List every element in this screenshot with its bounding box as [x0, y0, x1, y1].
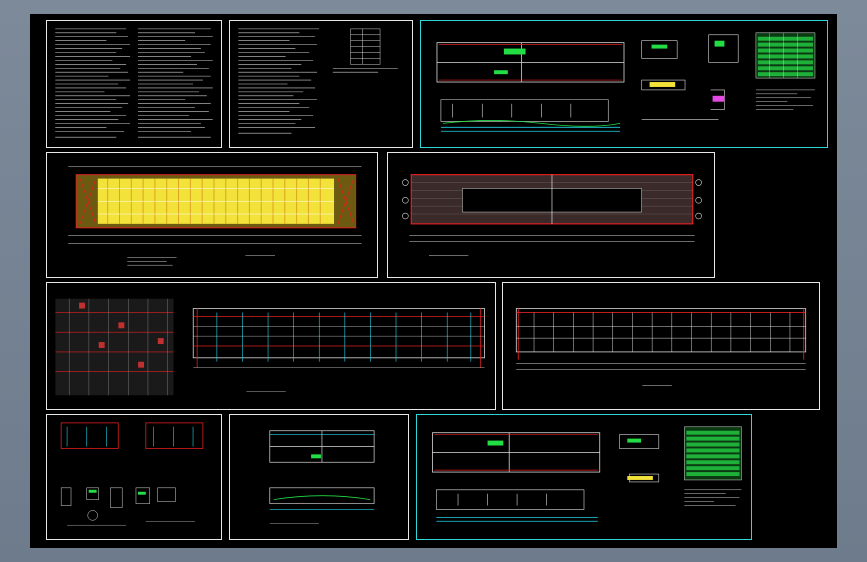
section-detail-drawing: [269, 430, 375, 524]
column-grid-detail: [55, 298, 174, 396]
pool-plan-b-drawing: [432, 426, 742, 522]
sheet-pool-plan-and-sections-b[interactable]: [416, 414, 752, 540]
sheet-general-notes-1[interactable]: [46, 20, 222, 148]
column-layout-drawing: [55, 298, 486, 396]
drawing-canvas[interactable]: [30, 14, 837, 548]
quantity-table: [755, 32, 816, 79]
wall-elevation-detail: [192, 308, 486, 392]
notes-text-block: [55, 28, 213, 138]
sheet-general-notes-2[interactable]: [229, 20, 413, 148]
sheet-section-detail[interactable]: [229, 414, 409, 540]
notes-and-table: [238, 28, 398, 134]
sheet-bottom-slab-plan[interactable]: [387, 152, 715, 278]
sheet-column-layout-and-wall-elevation[interactable]: [46, 282, 496, 410]
detail-sections-drawing: [60, 422, 204, 526]
rebar-plan-drawing: [68, 166, 362, 266]
pool-plan-a-drawing: [436, 32, 816, 132]
sheet-wall-elevation-2[interactable]: [502, 282, 820, 410]
wall-elevation-2-drawing: [515, 308, 807, 386]
quantity-table-b: [684, 426, 742, 481]
sheet-pool-plan-and-sections-a[interactable]: [420, 20, 828, 148]
sheet-foundation-rebar-plan[interactable]: [46, 152, 378, 278]
sheet-detail-sections[interactable]: [46, 414, 222, 540]
slab-plan-drawing: [402, 174, 702, 256]
